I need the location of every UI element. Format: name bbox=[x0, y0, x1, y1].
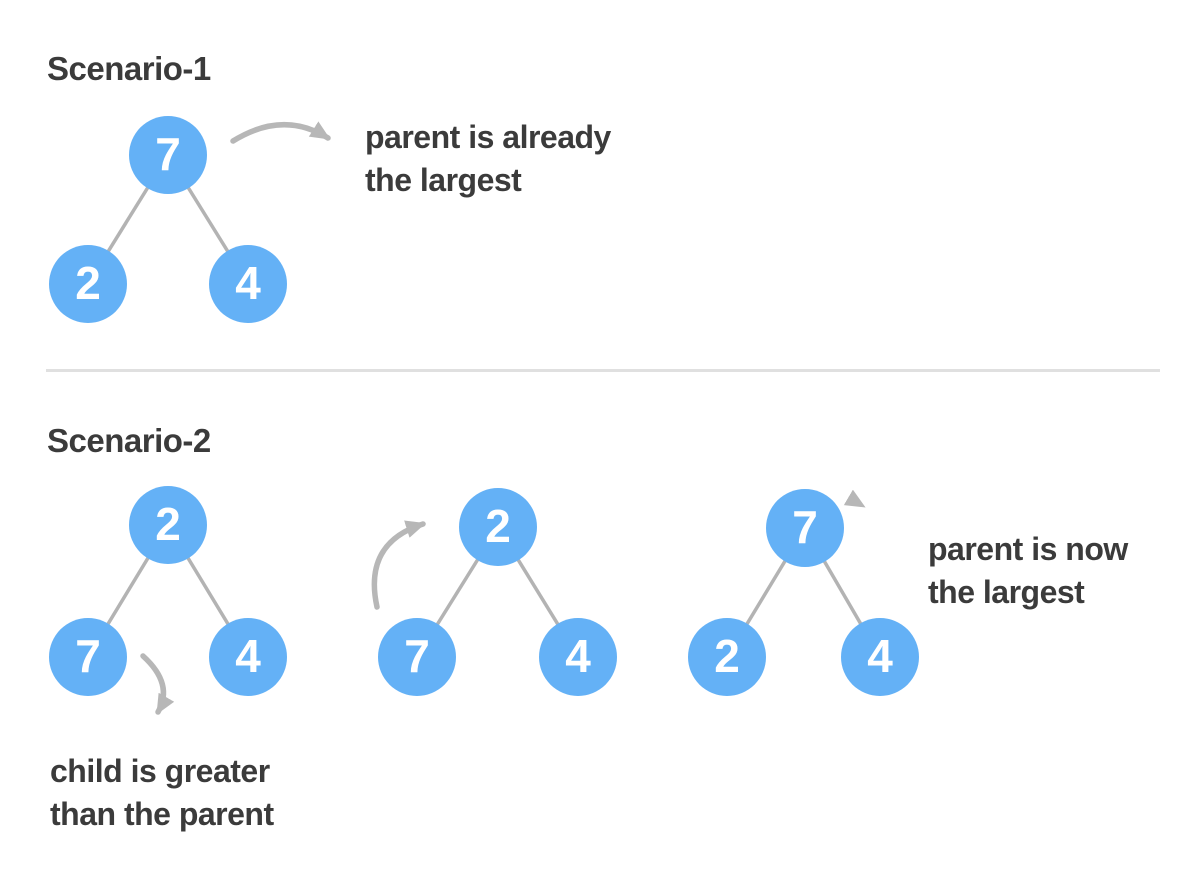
s1-annotation: parent is already the largest bbox=[365, 116, 611, 202]
s1-annotation-line1: parent is already bbox=[365, 119, 611, 155]
s2-tree3-right-child-node: 4 bbox=[841, 618, 919, 696]
s2-tree3-left-child-node: 2 bbox=[688, 618, 766, 696]
s1-right-child-node: 4 bbox=[209, 245, 287, 323]
s2-child-greater-line2: than the parent bbox=[50, 796, 274, 832]
s2-tree2-right-child-node: 4 bbox=[539, 618, 617, 696]
curved-arrow-down-icon bbox=[140, 653, 175, 715]
s2-parent-now-line2: the largest bbox=[928, 574, 1085, 610]
s2-tree3-root-node: 7 bbox=[766, 489, 844, 567]
s2-tree1-right-child-node: 4 bbox=[209, 618, 287, 696]
s2-child-greater-line1: child is greater bbox=[50, 753, 270, 789]
s2-parent-now-line1: parent is now bbox=[928, 531, 1128, 567]
s2-child-greater-annotation: child is greater than the parent bbox=[50, 750, 274, 836]
s2-tree1-root-node: 2 bbox=[129, 486, 207, 564]
s2-tree1-left-child-node: 7 bbox=[49, 618, 127, 696]
scenario2-title: Scenario-2 bbox=[47, 422, 211, 459]
s2-tree2-root-node: 2 bbox=[459, 488, 537, 566]
curved-arrow-up-icon bbox=[371, 520, 426, 610]
s1-left-child-node: 2 bbox=[49, 245, 127, 323]
s1-annotation-line2: the largest bbox=[365, 162, 522, 198]
scenario1-title: Scenario-1 bbox=[47, 50, 211, 87]
scenario-divider bbox=[46, 369, 1160, 372]
s2-tree2-left-child-node: 7 bbox=[378, 618, 456, 696]
s2-parent-now-annotation: parent is now the largest bbox=[928, 528, 1128, 614]
s1-root-node: 7 bbox=[129, 116, 207, 194]
curved-arrow-right-icon bbox=[230, 121, 331, 144]
